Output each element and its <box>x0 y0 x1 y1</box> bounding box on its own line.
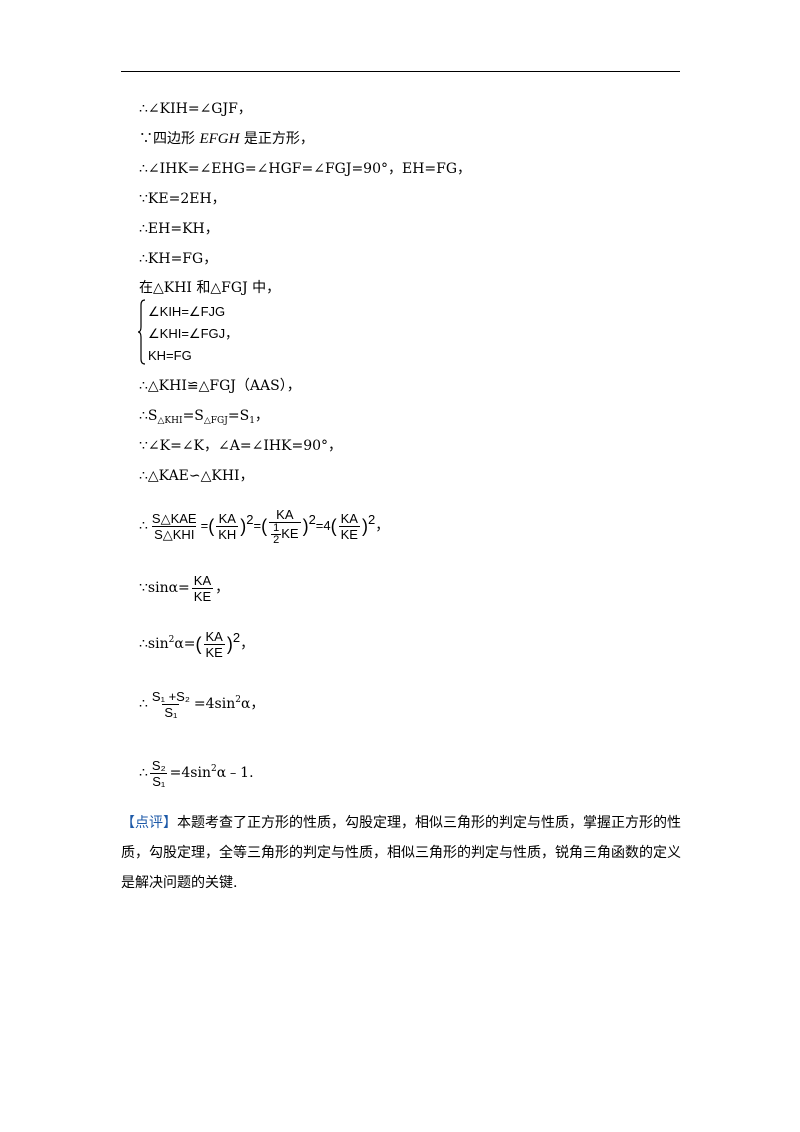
comment-text: 本题考查了正方形的性质，勾股定理，相似三角形的判定与性质，掌握正方形的性质，勾股… <box>121 815 681 891</box>
proof-line-10: ∵∠K=∠K，∠A=∠IHK=90°， <box>139 438 343 454</box>
system-row-1: ∠KIH=∠FJG <box>148 304 226 319</box>
proof-line-2: ∵四边形 EFGH 是正方形， <box>139 131 314 147</box>
proof-line-11: ∴△KAE∽△KHI， <box>139 468 254 484</box>
proof-line-1: ∴∠KIH=∠GJF， <box>139 101 252 117</box>
proof-line-3: ∴∠IHK=∠EHG=∠HGF=∠FGJ=90°，EH=FG， <box>139 161 472 177</box>
comment-tag: 【点评】 <box>121 815 177 831</box>
system-brace <box>138 299 146 365</box>
proof-line-7: 在△KHI 和△FGJ 中， <box>139 280 281 296</box>
proof-line-6: ∴KH=FG， <box>139 251 218 267</box>
proof-line-4: ∵KE=2EH， <box>139 191 226 207</box>
header-rule <box>121 71 680 72</box>
system-row-3: KH=FG <box>148 348 192 363</box>
system-row-2: ∠KHI=∠FGJ， <box>148 326 239 341</box>
proof-line-8: ∴△KHI≌△FGJ（AAS）， <box>139 378 301 394</box>
proof-line-9: ∴S△KHI=S△FGJ=S1， <box>139 408 269 426</box>
comment-paragraph: 【点评】本题考查了正方形的性质，勾股定理，相似三角形的判定与性质，掌握正方形的性… <box>121 808 681 898</box>
proof-line-5: ∴EH=KH， <box>139 221 219 237</box>
